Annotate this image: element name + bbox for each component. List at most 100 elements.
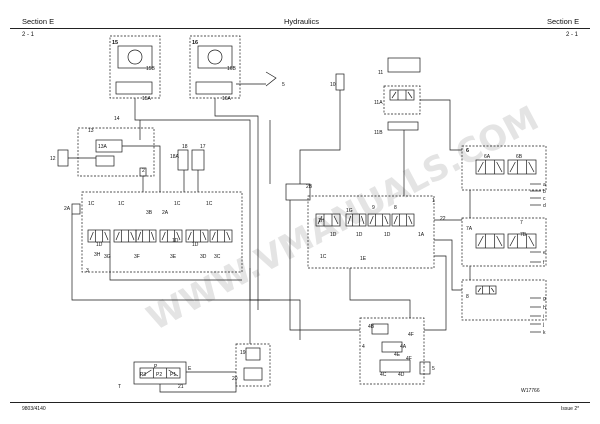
spool-3c-arrow [211, 231, 216, 241]
label-c4f: 4F [408, 332, 414, 338]
spool-8-right-arrow [491, 287, 495, 293]
label-cT: T [118, 384, 121, 390]
label-c5b: 5 [432, 366, 435, 372]
label-c14: 14 [114, 116, 120, 122]
label-c1c_a: 1C [88, 201, 95, 207]
spool-3f [135, 229, 157, 243]
label-c18a: 18A [170, 154, 180, 160]
line-10 [299, 90, 341, 184]
label-c1c_b: 1C [118, 201, 125, 207]
line-13-to-3 [122, 145, 161, 192]
valve-block-6 [461, 145, 547, 191]
label-cP1: P1 [170, 372, 176, 378]
spool-3d [185, 229, 209, 243]
spool-8-arrow [408, 215, 413, 225]
spool-3g-arrow [130, 231, 135, 241]
spool-8-arrow [393, 215, 398, 225]
label-c3h: 3H [94, 252, 101, 258]
label-c20: 20 [232, 376, 238, 382]
line-11-to-6 [420, 99, 462, 151]
valve-11a-spool-arrow [407, 91, 413, 99]
valve-block-3 [81, 191, 243, 273]
valve-4c-4d [379, 359, 411, 373]
unit-17 [191, 149, 205, 171]
spool-3e [159, 229, 183, 243]
label-c3e: 3E [170, 254, 177, 260]
unit-13-frame [77, 127, 155, 177]
label-cP: P [154, 364, 158, 370]
spool-8 [391, 213, 415, 227]
port-letter-c: c [543, 196, 546, 202]
label-c17: 17 [200, 144, 206, 150]
valve-13a [95, 139, 123, 153]
label-c11a: 11A [374, 100, 383, 106]
valve-11a-spool-arrow [391, 91, 397, 99]
spool-6a-arrow [496, 161, 503, 173]
spool-3d-arrow [187, 231, 192, 241]
label-c3b: 3B [146, 210, 153, 216]
label-c2a: 2A [64, 206, 71, 212]
spool-6a [475, 159, 505, 175]
unit-16-frame [189, 35, 241, 99]
valve-13-lower [95, 155, 115, 167]
issue-number: Issue 2* [561, 406, 580, 412]
spool-7a [475, 233, 505, 249]
spool-6b-arrow [528, 161, 535, 173]
label-c6: 6 [466, 148, 469, 154]
spool-7b-arrow [528, 235, 535, 247]
label-c3f: 3F [134, 254, 140, 260]
label-c4e: 4E [394, 352, 401, 358]
watermark: WWW.VMANUALS.COM [141, 98, 546, 339]
label-c1d_b: 1D [172, 238, 179, 244]
label-cP2: P2 [156, 372, 162, 378]
port-letter-a: a [543, 182, 546, 188]
spool-3c-arrow [226, 231, 231, 241]
valve-11a-spool [389, 89, 415, 101]
label-c2b: 2B [306, 184, 313, 190]
label-c4: 4 [362, 344, 365, 350]
label-c1d_a: 1D [96, 242, 103, 248]
label-c22: 22 [440, 216, 446, 222]
accumulator-5 [419, 361, 431, 375]
port-letter-b: b [543, 189, 546, 195]
label-c2a_b: 2A [162, 210, 169, 216]
label-cP3: P3 [140, 372, 146, 378]
label-c3: 3 [86, 268, 89, 274]
spool-3g-arrow [115, 231, 120, 241]
spool-1g-arrow [361, 215, 365, 225]
label-c1d_c: 1D [192, 242, 199, 248]
header-rule [10, 28, 590, 29]
label-c8: 8 [394, 205, 397, 211]
spool-7a-arrow [496, 235, 503, 247]
label-c1c_d: 1C [206, 201, 213, 207]
spool-3d-arrow [202, 231, 207, 241]
label-c1c_c: 1C [174, 201, 181, 207]
motor-16-symbol [207, 49, 223, 65]
line-1-to-4 [424, 255, 447, 331]
label-c11b: 11B [374, 130, 383, 136]
spool-3h [87, 229, 111, 243]
port-letter-h: h [543, 305, 546, 311]
port-letter-g: g [543, 296, 546, 302]
pump-manifold-spool [139, 367, 181, 379]
spool-9-arrow [369, 215, 374, 225]
unit-19 [245, 347, 261, 361]
unit-15a-valve [115, 81, 153, 95]
unit-15-frame [109, 35, 161, 99]
spool-1h-arrow [317, 215, 323, 225]
motor-15-symbol [127, 49, 143, 65]
valve-block-1 [307, 195, 435, 269]
label-c1d_d: 1D [330, 232, 337, 238]
label-c1a: 1A [418, 232, 425, 238]
label-c6a: 6A [484, 154, 491, 160]
label-c1e: 1E [360, 256, 367, 262]
label-c21: 21 [178, 384, 184, 390]
port-letter-d: d [543, 203, 546, 209]
spool-7a-arrow [477, 235, 484, 247]
line-1-to-8 [434, 239, 462, 291]
unit-18a [177, 149, 189, 171]
label-c1h: 1H [318, 218, 325, 224]
valve-11a [383, 85, 421, 115]
pump-manifold-spool-arrow [141, 369, 152, 377]
